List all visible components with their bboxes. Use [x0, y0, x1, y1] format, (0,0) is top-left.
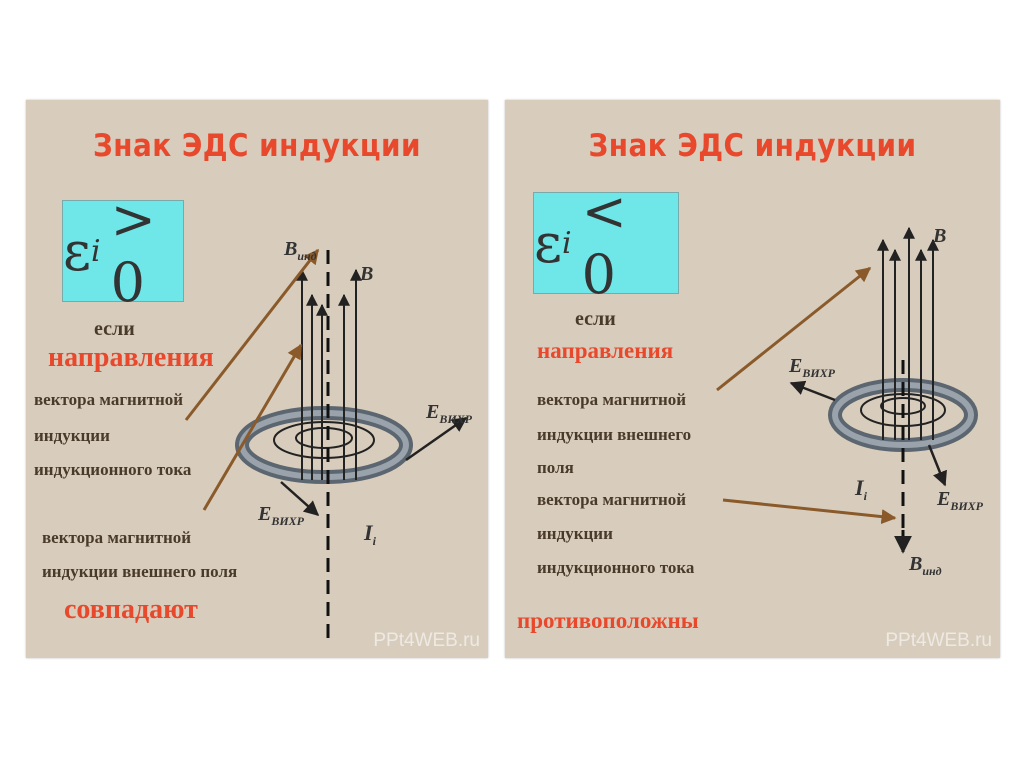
label-e-vortex-left: EВИХР [788, 355, 836, 380]
panel-title: Знак ЭДС индукции [588, 128, 917, 164]
label-b: B [932, 225, 946, 247]
field-lines [296, 268, 362, 480]
text-napravleniya: направления [48, 342, 214, 373]
label-e-vortex-right: EВИХР [425, 401, 473, 426]
induction-diagram-positive: Bинд B EВИХР EВИХР Ii [184, 238, 473, 640]
current-ring [235, 406, 413, 484]
text-result: совпадают [64, 594, 198, 625]
e-vortex-arrow-left [789, 380, 836, 402]
pointer-arrow-bottom [202, 343, 303, 511]
e-vortex-arrow-left [280, 481, 320, 516]
epsilon-symbol: ε [534, 211, 562, 275]
text-line-5: индукции [537, 524, 613, 543]
watermark: PPt4WEB.ru [373, 630, 480, 651]
text-line-2: индукции [34, 426, 110, 445]
text-line-3: индукционного тока [34, 460, 192, 479]
text-line-1: вектора магнитной [34, 390, 184, 409]
relation: < 0 [581, 180, 627, 306]
label-e-vortex-left: EВИХР [257, 503, 305, 528]
induction-diagram-negative: B EВИХР EВИХР Ii Bинд [716, 225, 984, 578]
label-current: Ii [363, 520, 377, 548]
pointer-arrow-top [184, 248, 320, 421]
epsilon-subscript: i [561, 225, 572, 261]
epsilon-subscript: i [90, 233, 101, 269]
watermark: PPt4WEB.ru [885, 630, 992, 651]
e-vortex-arrow-right [927, 444, 947, 487]
label-b: B [359, 263, 373, 285]
text-line-2: индукции внешнего [537, 425, 692, 444]
label-current: Ii [854, 475, 868, 503]
text-line-3: поля [537, 458, 574, 477]
text-line-6: индукционного тока [537, 558, 695, 577]
label-e-vortex-right: EВИХР [936, 488, 984, 513]
e-vortex-arrow-right [405, 416, 468, 462]
panel-title: Знак ЭДС индукции [92, 128, 421, 164]
pointer-arrow-bottom [722, 498, 897, 525]
epsilon-symbol: ε [63, 219, 91, 283]
label-b-ind: Bинд [283, 238, 317, 263]
pointer-arrow-top [716, 266, 872, 392]
text-esli: если [575, 308, 616, 330]
field-lines [877, 226, 939, 440]
text-line-4: вектора магнитной [42, 528, 192, 547]
label-b-ind: Bинд [908, 553, 942, 578]
text-esli: если [94, 318, 135, 340]
text-line-5: индукции внешнего поля [42, 562, 238, 581]
text-line-1: вектора магнитной [537, 390, 687, 409]
text-line-4: вектора магнитной [537, 490, 687, 509]
relation: > 0 [110, 188, 156, 314]
text-result: противоположны [517, 608, 699, 633]
text-napravleniya: направления [537, 338, 674, 363]
